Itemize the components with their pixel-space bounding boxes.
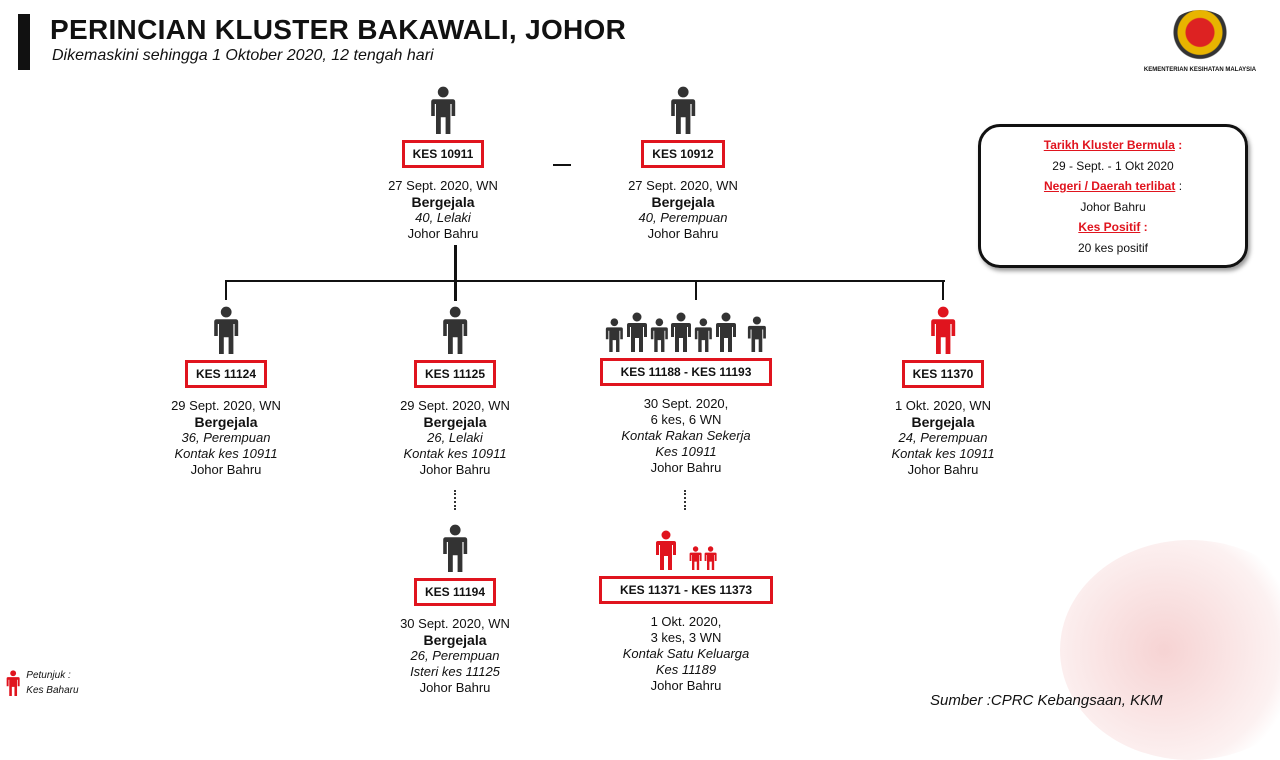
connector-drop	[695, 280, 697, 300]
case-detail: 1 Okt. 2020, WN	[894, 398, 992, 413]
page-title: PERINCIAN KLUSTER BAKAWALI, JOHOR	[50, 14, 627, 45]
case-detail: 29 Sept. 2020, WN	[171, 398, 281, 413]
case-detail: Kes 11189	[655, 662, 717, 677]
case-detail: 40, Perempuan	[638, 210, 728, 225]
case-detail: 6 kes, 6 WN	[650, 412, 722, 427]
case-detail: Johor Bahru	[407, 226, 479, 241]
case-detail: 26, Perempuan	[410, 648, 500, 663]
legend-title: Petunjuk :	[26, 670, 71, 681]
info-heading: Tarikh Kluster Bermula	[1043, 138, 1175, 152]
case-detail: Kontak Satu Keluarga	[622, 646, 750, 661]
case-detail: 26, Lelaki	[427, 430, 483, 445]
cluster-info-box: Tarikh Kluster Bermula : 29 - Sept. - 1 …	[978, 124, 1248, 268]
dotted-connector	[684, 490, 688, 510]
family-icon	[566, 518, 806, 570]
case-detail: Bergejala	[411, 194, 475, 210]
case-detail: Bergejala	[911, 414, 975, 430]
spouse-connector	[553, 164, 571, 166]
person-icon	[563, 82, 803, 134]
case-detail: 30 Sept. 2020, WN	[400, 616, 510, 631]
info-heading: Kes Positif	[1078, 220, 1141, 234]
case-detail: Johor Bahru	[907, 462, 979, 477]
crest-icon	[1160, 10, 1240, 66]
new-case-person-icon	[6, 670, 20, 699]
case-detail: Kontak kes 10911	[174, 446, 278, 461]
connector-drop	[942, 280, 944, 300]
case-detail: 30 Sept. 2020,	[643, 396, 729, 411]
case-detail: Johor Bahru	[650, 678, 722, 693]
case-id-badge: KES 10912	[641, 140, 725, 168]
colon: :	[1178, 138, 1183, 152]
colon: :	[1143, 220, 1148, 234]
case-id-badge: KES 11124	[184, 360, 268, 388]
case-detail: Johor Bahru	[647, 226, 719, 241]
case-detail: Bergejala	[194, 414, 258, 430]
case-detail: 24, Perempuan	[898, 430, 988, 445]
case-detail: Kontak Rakan Sekerja	[621, 428, 751, 443]
kkm-logo: KEMENTERIAN KESIHATAN MALAYSIA	[1140, 10, 1260, 74]
case-id-badge: KES 11188 - KES 11193	[599, 358, 773, 386]
case-detail: Kontak kes 10911	[891, 446, 995, 461]
case-id-badge: KES 11371 - KES 11373	[598, 576, 774, 604]
person-icon	[335, 520, 575, 572]
info-value: Johor Bahru	[1080, 199, 1146, 214]
title-bar-accent	[18, 14, 30, 70]
case-detail: Kes 10911	[655, 444, 717, 459]
case-detail: Bergejala	[423, 414, 487, 430]
virus-decoration	[1060, 540, 1280, 760]
case-node: KES 11371 - KES 11373 1 Okt. 2020,3 kes, …	[566, 518, 806, 694]
connector-bus	[225, 280, 945, 282]
case-detail: Bergejala	[651, 194, 715, 210]
person-icon	[323, 82, 563, 134]
case-detail: 3 kes, 3 WN	[650, 630, 722, 645]
case-detail: 40, Lelaki	[415, 210, 471, 225]
case-detail: 29 Sept. 2020, WN	[400, 398, 510, 413]
case-detail: Kontak kes 10911	[403, 446, 507, 461]
case-id-badge: KES 11194	[413, 578, 497, 606]
case-detail: Johor Bahru	[419, 462, 491, 477]
case-detail: 27 Sept. 2020, WN	[388, 178, 498, 193]
person-icon	[335, 302, 575, 354]
case-detail: Johor Bahru	[190, 462, 262, 477]
case-detail: 36, Perempuan	[181, 430, 271, 445]
connector-drop	[225, 280, 227, 300]
case-detail: Johor Bahru	[650, 460, 722, 475]
person-icon	[106, 302, 346, 354]
info-value: 20 kes positif	[1077, 240, 1149, 255]
legend: Petunjuk : Kes Baharu	[6, 670, 79, 699]
logo-text: KEMENTERIAN KESIHATAN MALAYSIA	[1143, 67, 1257, 73]
case-detail: 27 Sept. 2020, WN	[628, 178, 738, 193]
person-icon	[823, 302, 1063, 354]
case-detail: Bergejala	[423, 632, 487, 648]
info-heading: Negeri / Daerah terlibat	[1043, 179, 1176, 193]
legend-label: Kes Baharu	[26, 685, 79, 696]
case-id-badge: KES 10911	[401, 140, 485, 168]
case-id-badge: KES 11125	[413, 360, 497, 388]
source-note: Sumber :CPRC Kebangsaan, KKM	[930, 692, 1163, 709]
case-detail: Johor Bahru	[419, 680, 491, 695]
case-node: KES 11188 - KES 11193 30 Sept. 2020,6 kes…	[566, 300, 806, 476]
dotted-connector	[454, 490, 458, 510]
colon: :	[1178, 179, 1183, 193]
page-subtitle: Dikemaskini sehingga 1 Oktober 2020, 12 …	[52, 47, 434, 64]
case-id-badge: KES 11370	[901, 360, 985, 388]
case-detail: Isteri kes 11125	[410, 664, 500, 679]
info-value: 29 - Sept. - 1 Okt 2020	[1052, 158, 1174, 173]
connector-trunk	[454, 245, 457, 301]
group-icon	[566, 300, 806, 352]
case-detail: 1 Okt. 2020,	[650, 614, 722, 629]
